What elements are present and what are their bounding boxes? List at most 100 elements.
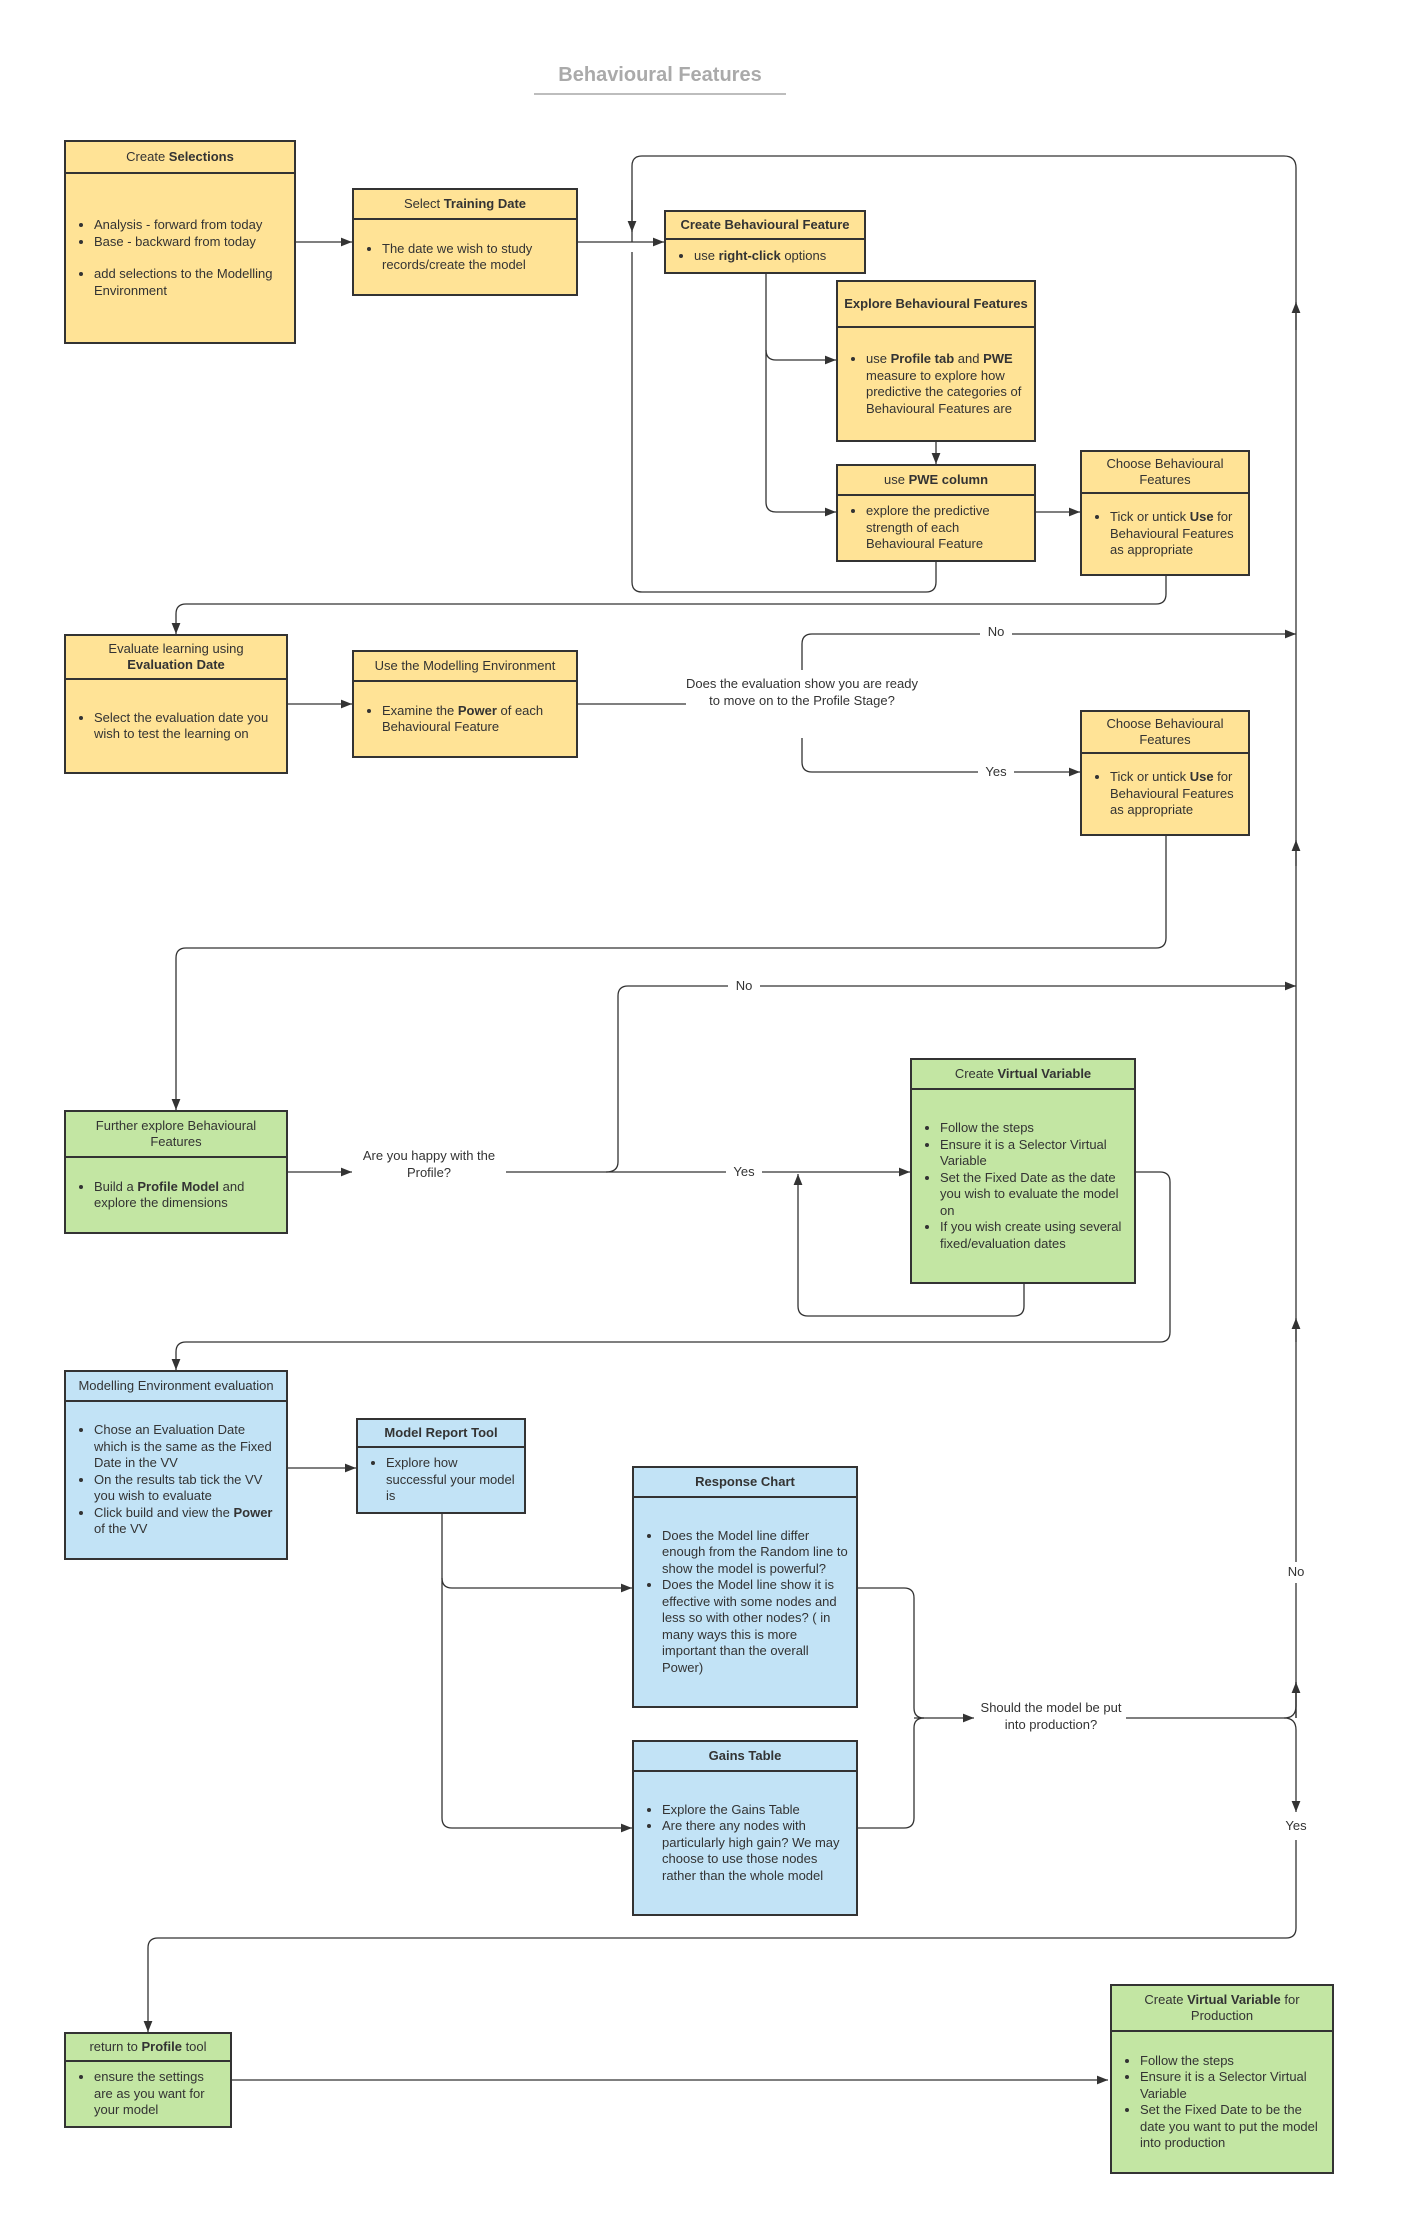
title-underline (534, 93, 786, 95)
list-item: Chose an Evaluation Date which is the sa… (94, 1422, 278, 1472)
list-item: explore the predictive strength of each … (866, 503, 1026, 553)
node-header: Evaluate learning using Evaluation Date (66, 636, 286, 680)
list-item: Select the evaluation date you wish to t… (94, 710, 278, 743)
edge-report-to-response (441, 1514, 632, 1593)
edge-vv-to-evaluation (171, 1171, 1171, 1370)
node-body: Select the evaluation date you wish to t… (66, 680, 286, 772)
edge-decision3-yes-arrow (1283, 1717, 1301, 1812)
node-header: Create Selections (66, 142, 294, 174)
bullet-list: ensure the settings are as you want for … (74, 2069, 222, 2119)
node-use-pwe-column: use PWE column explore the predictive st… (836, 464, 1036, 562)
node-body: Build a Profile Model and explore the di… (66, 1158, 286, 1232)
node-select-training-date: Select Training Date The date we wish to… (352, 188, 578, 296)
list-item: Set the Fixed Date to be the date you wa… (1140, 2102, 1324, 2152)
bullet-list: use Profile tab and PWE measure to explo… (846, 351, 1026, 417)
list-item: Click build and view the Power of the VV (94, 1505, 278, 1538)
node-body: use right-click options (666, 240, 864, 272)
bullet-list: Follow the steps Ensure it is a Selector… (1120, 2053, 1324, 2152)
bullet-list: Explore how successful your model is (366, 1455, 516, 1505)
bullet-list: use right-click options (674, 248, 826, 265)
list-item: On the results tab tick the VV you wish … (94, 1472, 278, 1505)
edge-label-no: No (728, 976, 760, 997)
list-item: Follow the steps (1140, 2053, 1324, 2070)
diagram-title: Behavioural Features (558, 64, 762, 86)
edge-gains-merge (858, 1717, 925, 1829)
node-header: Choose Behavioural Features (1082, 452, 1248, 494)
node-body: The date we wish to study records/create… (354, 220, 576, 294)
bullet-list: Analysis - forward from today Base - bac… (74, 217, 286, 299)
node-create-behavioural-feature: Create Behavioural Feature use right-cli… (664, 210, 866, 274)
node-header: Create Virtual Variable for Production (1112, 1986, 1332, 2032)
bullet-list: Follow the steps Ensure it is a Selector… (920, 1120, 1126, 1252)
node-header: return to Profile tool (66, 2034, 230, 2062)
node-body: Chose an Evaluation Date which is the sa… (66, 1402, 286, 1558)
list-item: ensure the settings are as you want for … (94, 2069, 222, 2119)
list-item: Base - backward from today (94, 234, 286, 251)
node-body: explore the predictive strength of each … (838, 496, 1034, 560)
node-header: use PWE column (838, 466, 1034, 496)
edge-yes-to-return (143, 1840, 1297, 2032)
node-choose-behavioural-features-1: Choose Behavioural Features Tick or unti… (1080, 450, 1250, 576)
list-item: Analysis - forward from today (94, 217, 286, 234)
node-header: Model Report Tool (358, 1420, 524, 1448)
bullet-list: The date we wish to study records/create… (362, 241, 568, 274)
list-item: Tick or untick Use for Behavioural Featu… (1110, 509, 1240, 559)
edge-label-yes: Yes (1278, 1816, 1314, 1837)
node-body: Examine the Power of each Behavioural Fe… (354, 682, 576, 756)
node-header: Create Behavioural Feature (666, 212, 864, 240)
edge-choose-to-evaluate (171, 576, 1167, 634)
bullet-list: Does the Model line differ enough from t… (642, 1528, 848, 1677)
decision-evaluation-ready: Does the evaluation show you are ready t… (686, 676, 918, 709)
edge-label-yes: Yes (726, 1162, 762, 1183)
node-body: Does the Model line differ enough from t… (634, 1498, 856, 1706)
edge-vv-loopback (793, 1174, 1025, 1317)
list-item: use right-click options (694, 248, 826, 265)
bullet-list: Chose an Evaluation Date which is the sa… (74, 1422, 278, 1538)
list-item: If you wish create using several fixed/e… (940, 1219, 1126, 1252)
node-further-explore: Further explore Behavioural Features Bui… (64, 1110, 288, 1234)
node-body: use Profile tab and PWE measure to explo… (838, 328, 1034, 440)
node-modelling-environment-evaluation: Modelling Environment evaluation Chose a… (64, 1370, 288, 1560)
list-item: Explore how successful your model is (386, 1455, 516, 1505)
bullet-list: Tick or untick Use for Behavioural Featu… (1090, 509, 1240, 559)
edge-label-no: No (1280, 1562, 1312, 1583)
edge-label-yes: Yes (978, 762, 1014, 783)
node-return-to-profile: return to Profile tool ensure the settin… (64, 2032, 232, 2128)
node-header: Modelling Environment evaluation (66, 1372, 286, 1402)
node-body: Follow the steps Ensure it is a Selector… (1112, 2032, 1332, 2172)
bullet-list: explore the predictive strength of each … (846, 503, 1026, 553)
list-item: use Profile tab and PWE measure to explo… (866, 351, 1026, 417)
list-item: Build a Profile Model and explore the di… (94, 1179, 278, 1212)
node-model-report-tool: Model Report Tool Explore how successful… (356, 1418, 526, 1514)
list-item: The date we wish to study records/create… (382, 241, 568, 274)
edge-decision3-to-trunk (1126, 1682, 1297, 1719)
node-body: Tick or untick Use for Behavioural Featu… (1082, 754, 1248, 834)
list-item: Tick or untick Use for Behavioural Featu… (1110, 769, 1240, 819)
node-choose-behavioural-features-2: Choose Behavioural Features Tick or unti… (1080, 710, 1250, 836)
node-create-selections: Create Selections Analysis - forward fro… (64, 140, 296, 344)
node-body: Analysis - forward from today Base - bac… (66, 174, 294, 342)
edge-create-to-explore (765, 274, 836, 365)
node-body: Tick or untick Use for Behavioural Featu… (1082, 494, 1248, 574)
node-header: Explore Behavioural Features (838, 282, 1034, 328)
edge-response-merge (858, 1587, 925, 1719)
edge-decision2-no (605, 981, 1296, 1173)
edge-label-no: No (980, 622, 1012, 643)
edge-report-to-gains (441, 1578, 632, 1833)
edge-decision1-yes (801, 738, 1080, 777)
list-item: Does the Model line differ enough from t… (662, 1528, 848, 1578)
node-header: Gains Table (634, 1742, 856, 1772)
edge-pwe-loopback (631, 252, 937, 593)
decision-happy-with-profile: Are you happy with the Profile? (352, 1148, 506, 1181)
node-body: ensure the settings are as you want for … (66, 2062, 230, 2126)
node-header: Select Training Date (354, 190, 576, 220)
node-body: Follow the steps Ensure it is a Selector… (912, 1090, 1134, 1282)
list-item: Follow the steps (940, 1120, 1126, 1137)
edge-create-to-pwe (765, 350, 836, 517)
node-header: Further explore Behavioural Features (66, 1112, 286, 1158)
decision-put-into-production: Should the model be put into production? (976, 1700, 1126, 1733)
node-create-virtual-variable: Create Virtual Variable Follow the steps… (910, 1058, 1136, 1284)
bullet-list: Tick or untick Use for Behavioural Featu… (1090, 769, 1240, 819)
node-body: Explore how successful your model is (358, 1448, 524, 1512)
